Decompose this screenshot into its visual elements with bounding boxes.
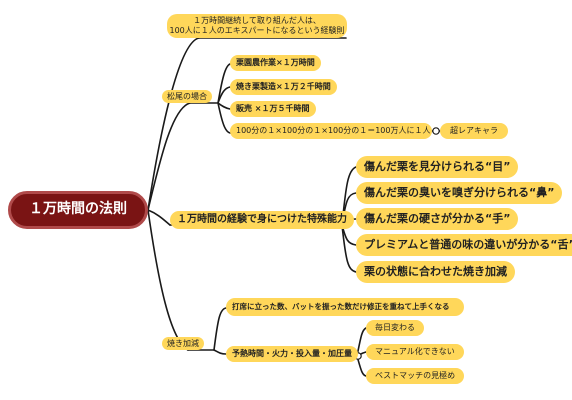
skill-item-1-label: 傷んだ栗を見分けられる“目” xyxy=(364,160,511,174)
connector-matsuo xyxy=(147,102,191,211)
connector-roasting xyxy=(147,209,189,351)
connector-roasting-2 xyxy=(213,349,227,355)
skill-item-4-label: プレミアムと普通の味の違いが分かる“舌” xyxy=(364,238,572,252)
connector-matsuo-3 xyxy=(217,102,231,110)
roasting-sub-1[interactable]: 毎日変わる xyxy=(366,320,424,336)
skill-item-5[interactable]: 栗の状態に合わせた焼き加減 xyxy=(356,261,515,283)
roasting-node[interactable]: 焼き加減 xyxy=(162,337,204,350)
roasting-sub-3[interactable]: ベストマッチの見極め xyxy=(366,368,465,384)
connector-matsuo-2 xyxy=(217,86,231,104)
matsuo-item-3[interactable]: 販売 ×１万５千時間 xyxy=(230,101,316,117)
skill-item-4[interactable]: プレミアムと普通の味の違いが分かる“舌” xyxy=(356,234,572,256)
roasting-sub-1-label: 毎日変わる xyxy=(375,323,415,332)
matsuo-item-2[interactable]: 焼き栗製造×１万２千時間 xyxy=(230,79,337,95)
matsuo-item-3-label: 販売 ×１万５千時間 xyxy=(236,104,310,113)
connector-matsuo-1 xyxy=(217,63,231,104)
matsuo-label: 松尾の場合 xyxy=(167,91,207,101)
matsuo-item-2-label: 焼き栗製造×１万２千時間 xyxy=(236,82,331,91)
roasting-sub-2[interactable]: マニュアル化できない xyxy=(366,344,464,360)
roasting-factors-node[interactable]: 予熱時間・火力・投入量・加圧量 xyxy=(226,346,358,362)
connector-skills xyxy=(147,209,171,226)
matsuo-result-node[interactable]: 超レアキャラ xyxy=(440,123,508,139)
connector-roasting-1 xyxy=(213,307,227,351)
matsuo-item-1-label: 栗園農作業×１万時間 xyxy=(236,58,315,67)
roasting-batting-label: 打席に立った数、バットを振った数だけ修正を重ねて上手くなる xyxy=(232,302,450,312)
roasting-batting-node[interactable]: 打席に立った数、バットを振った数だけ修正を重ねて上手くなる xyxy=(226,298,464,316)
connector-skills-5 xyxy=(341,224,357,273)
roasting-sub-2-label: マニュアル化できない xyxy=(375,347,455,356)
matsuo-result-label: 超レアキャラ xyxy=(450,126,498,135)
connector-matsuo-4 xyxy=(217,102,231,134)
junction-matsuo-result xyxy=(432,127,440,135)
matsuo-item-4-label: 100分の１×100分の１×100分の１＝100万人に１人 xyxy=(236,126,431,135)
connector-factors-1 xyxy=(356,327,367,357)
skills-node[interactable]: １万時間の経験で身につけた特殊能力 xyxy=(170,211,354,229)
skill-item-1[interactable]: 傷んだ栗を見分けられる“目” xyxy=(356,156,519,178)
root-node[interactable]: １万時間の法則 xyxy=(8,191,148,229)
skill-item-5-label: 栗の状態に合わせた焼き加減 xyxy=(364,265,507,279)
skill-item-3[interactable]: 傷んだ栗の硬さが分かる“手” xyxy=(356,208,519,230)
matsuo-item-4[interactable]: 100分の１×100分の１×100分の１＝100万人に１人 xyxy=(230,123,432,139)
skill-item-2[interactable]: 傷んだ栗の臭いを嗅ぎ分けられる“鼻” xyxy=(356,182,563,204)
roasting-label: 焼き加減 xyxy=(167,338,199,348)
roasting-sub-3-label: ベストマッチの見極め xyxy=(375,371,456,380)
skills-label: １万時間の経験で身につけた特殊能力 xyxy=(177,213,347,225)
matsuo-node[interactable]: 松尾の場合 xyxy=(162,90,212,103)
roasting-factors-label: 予熱時間・火力・投入量・加圧量 xyxy=(232,349,352,358)
intro-node[interactable]: １万時間継続して取り組んだ人は、 100人に１人のエキスパートになるという経験則 xyxy=(167,14,347,38)
skill-item-3-label: 傷んだ栗の硬さが分かる“手” xyxy=(364,212,511,226)
intro-line1: １万時間継続して取り組んだ人は、 xyxy=(193,16,321,25)
root-label: １万時間の法則 xyxy=(29,201,127,218)
matsuo-item-1[interactable]: 栗園農作業×１万時間 xyxy=(230,55,321,71)
skill-item-2-label: 傷んだ栗の臭いを嗅ぎ分けられる“鼻” xyxy=(364,186,555,200)
intro-line2: 100人に１人のエキスパートになるという経験則 xyxy=(169,26,345,35)
